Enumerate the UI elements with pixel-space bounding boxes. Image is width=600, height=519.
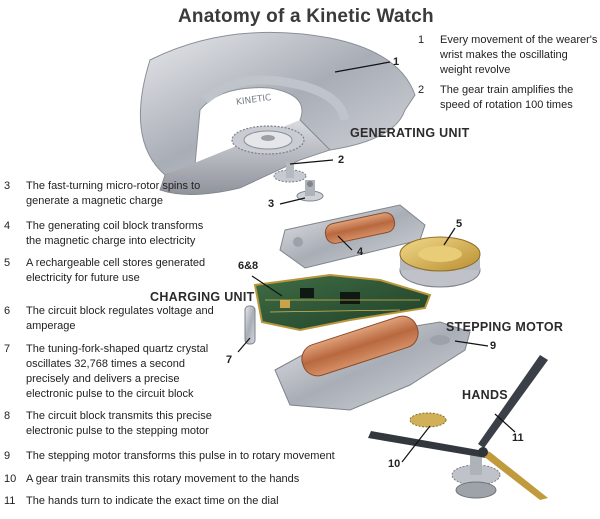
section-label-hands: HANDS [462, 388, 508, 402]
callout-11: 11 [512, 432, 524, 444]
note-4: 4 The generating coil block transforms t… [4, 220, 204, 247]
rechargeable-cell [399, 236, 481, 288]
rotor-engraving: KINETIC [236, 93, 272, 108]
section-label-generating-unit: GENERATING UNIT [350, 126, 470, 140]
gear-train [231, 125, 307, 183]
note-7: 7 The tuning-fork-shaped quartz crystal … [4, 343, 209, 400]
note-6: 6 The circuit block regulates voltage an… [4, 305, 214, 332]
note-9: 9 The stepping motor transforms this pul… [4, 450, 335, 462]
note-8: 8 The circuit block transmits this preci… [4, 410, 212, 437]
circuit-block [253, 273, 432, 332]
callout-10: 10 [388, 458, 401, 470]
note-2: 2 The gear train amplifies the speed of … [418, 84, 574, 111]
callout-3: 3 [268, 198, 275, 210]
callout-4: 4 [357, 246, 364, 258]
callout-1: 1 [393, 56, 400, 68]
note-5: 5 A rechargeable cell stores generated e… [4, 257, 206, 284]
quartz-crystal [244, 305, 256, 345]
note-3: 3 The fast-turning micro-rotor spins to … [4, 180, 201, 207]
stepping-motor [274, 315, 471, 411]
callout-5: 5 [456, 218, 463, 230]
section-label-stepping-motor: STEPPING MOTOR [446, 320, 564, 334]
callout-7: 7 [226, 354, 233, 366]
watch-hands [368, 355, 548, 500]
note-11: 11 The hands turn to indicate the exact … [4, 495, 279, 507]
note-1: 1 Every movement of the wearer's wrist m… [418, 34, 598, 76]
note-10: 10 A gear train transmits this rotary mo… [4, 473, 300, 485]
callout-9: 9 [490, 340, 497, 352]
callout-6-8: 6&8 [238, 260, 259, 272]
micro-rotor [296, 180, 324, 202]
leader-lines [237, 61, 516, 463]
diagram-title: Anatomy of a Kinetic Watch [178, 6, 434, 27]
oscillating-weight: KINETIC [139, 31, 416, 195]
callout-2: 2 [338, 154, 345, 166]
section-label-charging-unit: CHARGING UNIT [150, 290, 255, 304]
